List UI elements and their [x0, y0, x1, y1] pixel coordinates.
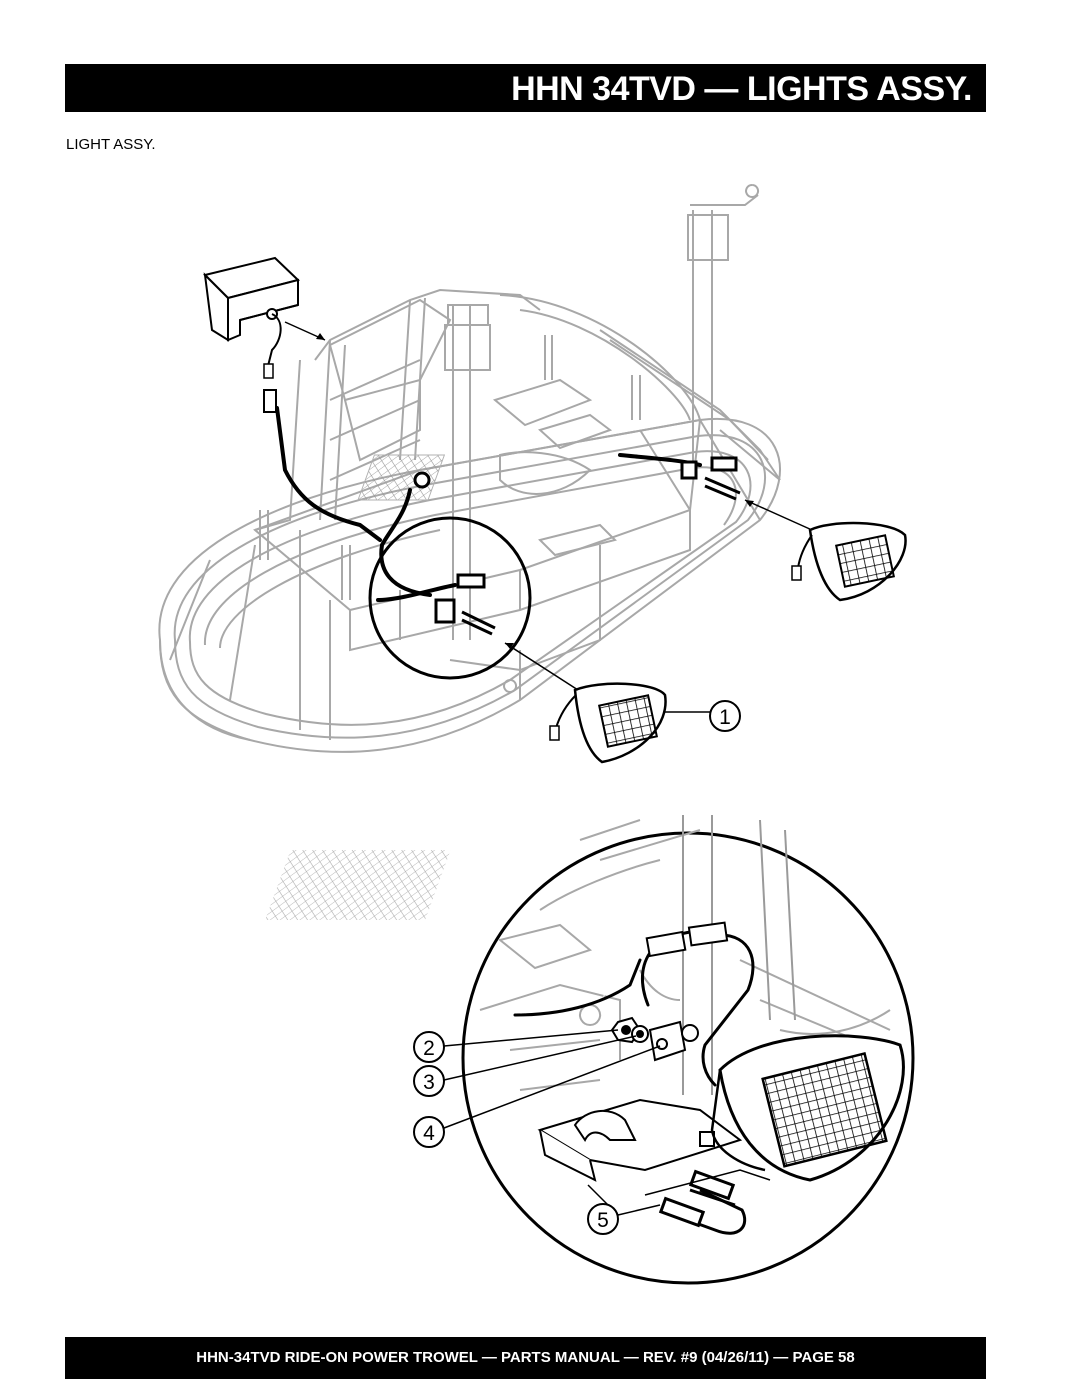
page-title: HHN 34TVD — LIGHTS ASSY. [511, 70, 972, 108]
ring-terminal [413, 471, 431, 489]
leader-line [744, 499, 813, 531]
engine-grille [357, 454, 446, 501]
control-box-lead [267, 313, 282, 367]
detail-plate-outline [644, 1169, 771, 1196]
detail-mount-plate [537, 1098, 743, 1182]
page-footer: HHN-34TVD RIDE-ON POWER TROWEL — PARTS M… [65, 1337, 986, 1379]
detail-circle-small [368, 516, 532, 680]
footer-text: HHN-34TVD RIDE-ON POWER TROWEL — PARTS M… [196, 1349, 855, 1366]
u-bolt-front [434, 573, 496, 636]
leader-arrowhead [745, 500, 754, 507]
leader-arrowhead [505, 643, 514, 649]
u-bolt-rear [680, 456, 741, 501]
detail-hardware [610, 1016, 699, 1062]
callout-2-circle [413, 1031, 445, 1063]
work-light-rear [791, 521, 907, 602]
callout-4-circle [413, 1116, 445, 1148]
callout-5-label: 5 [597, 1209, 609, 1232]
callout-1-label: 1 [719, 706, 731, 729]
callout-1-circle [709, 700, 741, 732]
detail-grille [265, 850, 451, 920]
callout-5-circle [587, 1203, 619, 1235]
callout-2-label: 2 [423, 1037, 435, 1060]
control-box [203, 256, 300, 342]
leader-arrowhead [316, 333, 325, 340]
leader-line [504, 642, 579, 691]
detail-connector-b [687, 921, 729, 947]
work-light-front [549, 682, 667, 764]
control-box-plug [263, 363, 274, 379]
detail-work-light [710, 1034, 905, 1182]
detail-connector-a [645, 930, 687, 958]
section-subtitle: LIGHT ASSY. [66, 136, 156, 153]
harness-connector [263, 389, 277, 413]
detail-strut [759, 819, 796, 1021]
detail-u-bolt [658, 1169, 747, 1235]
callout-4-label: 4 [423, 1122, 435, 1145]
callout-3-label: 3 [423, 1071, 435, 1094]
page-title-bar: HHN 34TVD — LIGHTS ASSY. [65, 64, 986, 112]
callout-3-circle [413, 1065, 445, 1097]
